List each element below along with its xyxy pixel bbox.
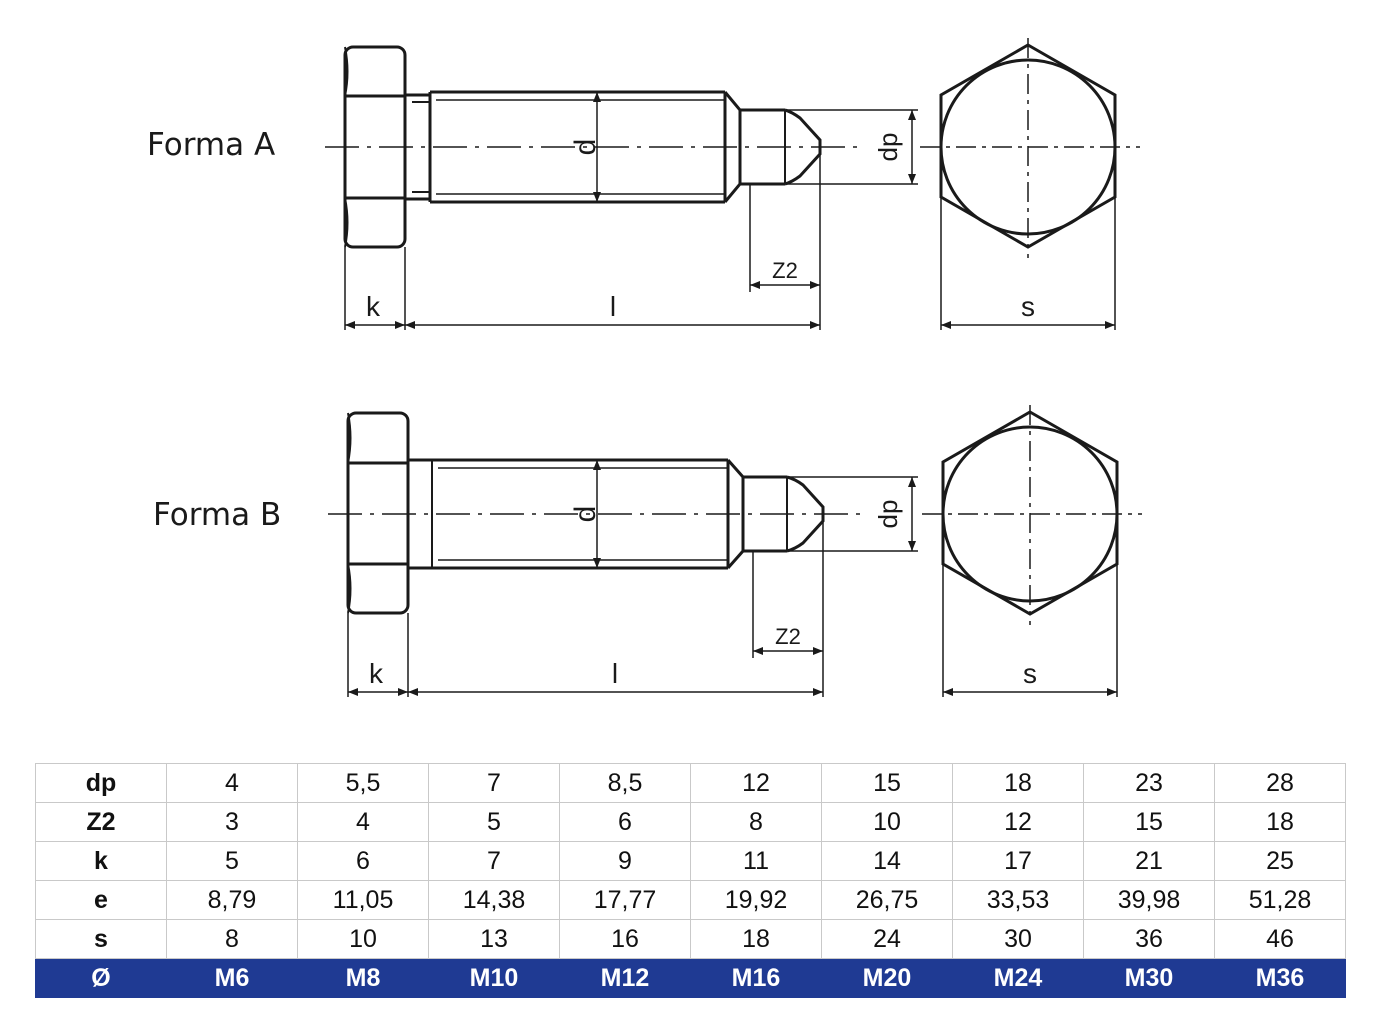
table-cell: 10	[297, 919, 429, 959]
table-cell: 19,92	[690, 880, 822, 920]
table-cell: M20	[821, 958, 953, 998]
forma-b-label: Forma B	[153, 497, 282, 533]
table-cell: 24	[821, 919, 953, 959]
table-cell: 3	[166, 802, 298, 842]
forma-a-s-label: s	[1021, 291, 1035, 322]
table-cell: M36	[1214, 958, 1346, 998]
forma-a-dimensions	[344, 92, 918, 330]
table-cell: 8	[690, 802, 822, 842]
forma-b-l-label: l	[612, 658, 618, 689]
table-cell: M10	[428, 958, 560, 998]
table-cell: M30	[1083, 958, 1215, 998]
table-cell: 21	[1083, 841, 1215, 881]
forma-b-z2-label: Z2	[775, 624, 801, 649]
table-cell: 6	[559, 802, 691, 842]
forma-b-s-label: s	[1023, 658, 1037, 689]
table-cell: 10	[821, 802, 953, 842]
table-cell: 14	[821, 841, 953, 881]
table-cell: 12	[952, 802, 1084, 842]
forma-a-dp-label: dp	[873, 133, 903, 162]
table-cell: 18	[1214, 802, 1346, 842]
table-cell: 46	[1214, 919, 1346, 959]
forma-b-s-dimension	[942, 564, 1118, 697]
table-cell: M12	[559, 958, 691, 998]
table-cell: 14,38	[428, 880, 560, 920]
row-header: Ø	[35, 958, 167, 998]
table-cell: 26,75	[821, 880, 953, 920]
table-cell: 7	[428, 763, 560, 803]
forma-b-dimensions	[347, 460, 918, 697]
row-header: k	[35, 841, 167, 881]
forma-a-s-dimension	[940, 197, 1116, 330]
table-cell: 18	[952, 763, 1084, 803]
table-cell: 23	[1083, 763, 1215, 803]
forma-a-side-view	[343, 45, 822, 249]
table-cell: 4	[297, 802, 429, 842]
row-header: dp	[35, 763, 167, 803]
table-cell: 36	[1083, 919, 1215, 959]
table-cell: 12	[690, 763, 822, 803]
bolt-technical-drawing: d dp Z2 k l s	[325, 38, 1142, 697]
table-cell: 9	[559, 841, 691, 881]
row-header: s	[35, 919, 167, 959]
table-cell: M8	[297, 958, 429, 998]
forma-b-k-label: k	[369, 658, 384, 689]
table-cell: M16	[690, 958, 822, 998]
table-cell: M24	[952, 958, 1084, 998]
table-cell: 28	[1214, 763, 1346, 803]
table-cell: 51,28	[1214, 880, 1346, 920]
table-cell: M6	[166, 958, 298, 998]
forma-a-z2-label: Z2	[772, 258, 798, 283]
forma-a-l-label: l	[610, 291, 616, 322]
table-cell: 15	[821, 763, 953, 803]
table-cell: 15	[1083, 802, 1215, 842]
table-cell: 25	[1214, 841, 1346, 881]
table-cell: 8,79	[166, 880, 298, 920]
forma-a-k-label: k	[366, 291, 381, 322]
table-cell: 8,5	[559, 763, 691, 803]
table-cell: 39,98	[1083, 880, 1215, 920]
table-cell: 33,53	[952, 880, 1084, 920]
row-header: e	[35, 880, 167, 920]
table-cell: 4	[166, 763, 298, 803]
table-cell: 6	[297, 841, 429, 881]
table-cell: 13	[428, 919, 560, 959]
forma-b-dp-label: dp	[873, 500, 903, 529]
row-header: Z2	[35, 802, 167, 842]
table-cell: 11,05	[297, 880, 429, 920]
table-cell: 8	[166, 919, 298, 959]
table-cell: 17	[952, 841, 1084, 881]
table-cell: 11	[690, 841, 822, 881]
table-cell: 7	[428, 841, 560, 881]
table-cell: 30	[952, 919, 1084, 959]
table-cell: 16	[559, 919, 691, 959]
table-cell: 5	[428, 802, 560, 842]
forma-b-d-label: d	[569, 506, 602, 523]
table-cell: 18	[690, 919, 822, 959]
forma-a-label: Forma A	[147, 127, 276, 163]
table-cell: 5,5	[297, 763, 429, 803]
forma-a-d-label: d	[569, 139, 602, 156]
table-cell: 17,77	[559, 880, 691, 920]
table-cell: 5	[166, 841, 298, 881]
